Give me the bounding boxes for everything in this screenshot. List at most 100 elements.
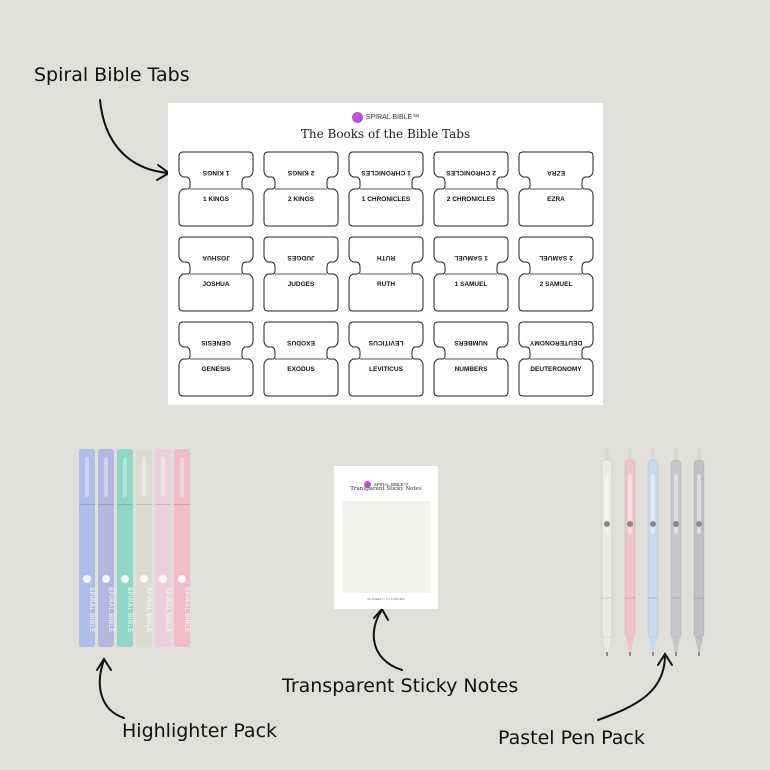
tab-outline <box>263 236 339 312</box>
sticky-note-pad <box>342 501 430 593</box>
tab-label-flipped: JUDGES <box>287 254 315 261</box>
tabs-label: Spiral Bible Tabs <box>34 64 190 86</box>
logo-icon <box>121 575 129 583</box>
tab-outline <box>178 321 254 397</box>
tab-label-flipped: 1 SAMUEL <box>454 254 488 261</box>
bible-tab[interactable]: 1 SAMUEL 1 SAMUEL <box>432 236 510 312</box>
tab-label-flipped: 1 KINGS <box>202 169 230 176</box>
pen-body <box>624 448 636 656</box>
tab-outline <box>433 236 509 312</box>
cap-clip <box>104 457 108 497</box>
pen[interactable] <box>647 448 659 658</box>
bible-tab[interactable]: NUMBERS NUMBERS <box>432 321 510 397</box>
bible-tabs-sheet[interactable]: SPIRAL BIBLE™ The Books of the Bible Tab… <box>168 103 603 405</box>
pen[interactable] <box>624 448 636 658</box>
tab-label: GENESIS <box>201 366 231 373</box>
tab-label-flipped: 2 KINGS <box>287 169 315 176</box>
pens-arrow <box>597 654 666 721</box>
tab-label: NUMBERS <box>454 366 488 373</box>
tab-label-flipped: 1 CHRONICLES <box>361 169 411 176</box>
tab-label: 1 KINGS <box>202 196 229 203</box>
tab-label-flipped: EZRA <box>546 169 566 176</box>
highlighter-brand: SPIRAL BIBLE <box>164 587 170 633</box>
cap-clip <box>85 457 89 497</box>
tab-label-flipped: GENESIS <box>201 339 231 346</box>
cap-seam <box>79 504 95 505</box>
cap-clip <box>142 457 146 497</box>
logo-icon <box>178 575 186 583</box>
tab-label-flipped: JOSHUA <box>202 254 230 261</box>
brand-text: SPIRAL BIBLE™ <box>365 114 420 121</box>
tab-label-flipped: EXODUS <box>286 339 316 346</box>
highlighter-brand: SPIRAL BIBLE <box>107 587 113 633</box>
pen[interactable] <box>670 448 682 658</box>
tab-label-flipped: 2 SAMUEL <box>539 254 573 261</box>
highlighter-label: Highlighter Pack <box>122 720 278 742</box>
tab-label-flipped: RUTH <box>376 254 396 261</box>
bible-tab[interactable]: LEVITICUS LEVITICUS <box>347 321 425 397</box>
pen[interactable] <box>693 448 705 658</box>
logo-icon <box>363 481 371 488</box>
cap-clip <box>180 457 184 497</box>
bible-tab[interactable]: 2 KINGS 2 KINGS <box>262 151 340 227</box>
tab-outline <box>348 321 424 397</box>
highlighter-brand: SPIRAL BIBLE <box>126 587 132 633</box>
tab-label: DEUTERONOMY <box>530 366 582 373</box>
logo-icon <box>83 575 91 583</box>
sticky-arrow <box>372 609 403 671</box>
pen[interactable] <box>601 448 613 658</box>
sticky-notes-pack[interactable]: SPIRAL BIBLE™ Transparent Sticky Notes 5… <box>334 466 438 609</box>
highlighter[interactable]: SPIRAL BIBLE <box>136 449 152 647</box>
bible-tab[interactable]: JUDGES JUDGES <box>262 236 340 312</box>
bible-tab[interactable]: 2 CHRONICLES 2 CHRONICLES <box>432 151 510 227</box>
highlighter[interactable]: SPIRAL BIBLE <box>98 449 114 647</box>
tabs-arrow <box>99 99 169 174</box>
bible-tab[interactable]: 2 SAMUEL 2 SAMUEL <box>517 236 595 312</box>
tab-outline <box>433 321 509 397</box>
tab-label-flipped: 2 CHRONICLES <box>446 169 496 176</box>
tab-outline <box>178 236 254 312</box>
cap-seam <box>136 504 152 505</box>
tab-label: 1 SAMUEL <box>454 281 488 288</box>
tab-outline <box>263 151 339 227</box>
sticky-footer: 50 SHEETS | 3 x 3 INCHES <box>367 597 405 601</box>
tab-label: LEVITICUS <box>369 366 403 373</box>
cap-seam <box>155 504 171 505</box>
tab-label: 2 KINGS <box>287 196 314 203</box>
bible-tab[interactable]: EXODUS EXODUS <box>262 321 340 397</box>
highlighter-arrow <box>98 659 125 719</box>
tab-outline <box>518 151 594 227</box>
sheet-brand: SPIRAL BIBLE™ <box>168 110 603 128</box>
highlighter[interactable]: SPIRAL BIBLE <box>174 449 190 647</box>
cap-seam <box>117 504 133 505</box>
logo-icon <box>102 575 110 583</box>
brand-text: SPIRAL BIBLE™ <box>373 482 409 487</box>
tab-outline <box>518 236 594 312</box>
bible-tab[interactable]: 1 KINGS 1 KINGS <box>177 151 255 227</box>
tab-outline <box>178 151 254 227</box>
bible-tab[interactable]: GENESIS GENESIS <box>177 321 255 397</box>
tab-outline <box>348 151 424 227</box>
cap-seam <box>174 504 190 505</box>
sticky-title: Transparent Sticky Notes <box>350 486 422 492</box>
highlighter-brand: SPIRAL BIBLE <box>183 587 189 633</box>
tab-label: 2 CHRONICLES <box>446 196 496 203</box>
tab-label: JUDGES <box>287 281 315 288</box>
cap-clip <box>123 457 127 497</box>
tab-outline <box>518 321 594 397</box>
tab-label-flipped: NUMBERS <box>454 339 488 346</box>
tab-label: 2 SAMUEL <box>539 281 573 288</box>
highlighter[interactable]: SPIRAL BIBLE <box>155 449 171 647</box>
tab-label-flipped: LEVITICUS <box>368 339 404 346</box>
tab-outline <box>348 236 424 312</box>
logo-icon <box>159 575 167 583</box>
highlighter[interactable]: SPIRAL BIBLE <box>117 449 133 647</box>
highlighter[interactable]: SPIRAL BIBLE <box>79 449 95 647</box>
tab-label: EXODUS <box>287 366 315 373</box>
pen-body <box>647 448 659 656</box>
